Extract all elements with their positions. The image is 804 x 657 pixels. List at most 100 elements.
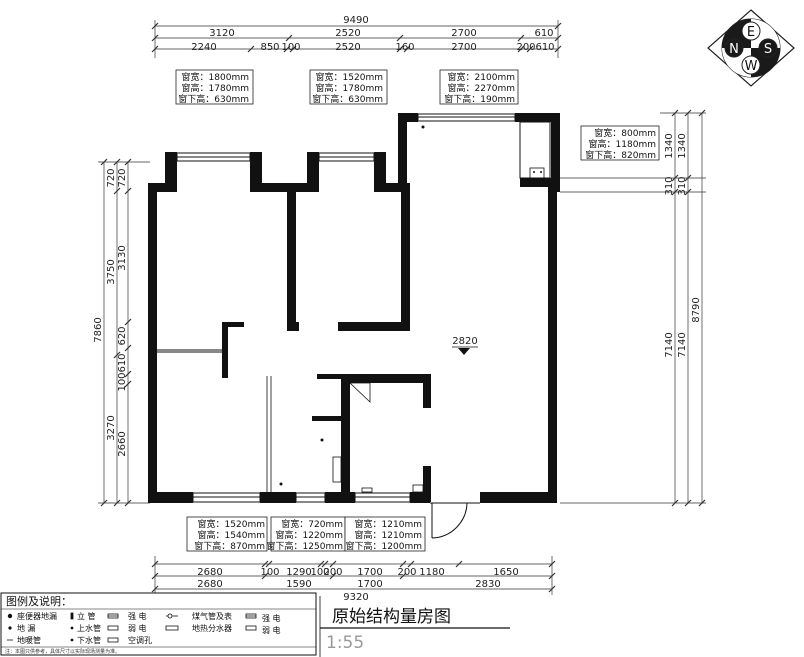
top-dim-r2-7: 610 [535, 42, 554, 53]
compass-n: N [729, 42, 739, 57]
left-dim-r2-1: 3130 [117, 245, 128, 270]
scale-label: 1:55 [326, 633, 364, 653]
legend-c4-1: 地热分水器 [192, 623, 232, 633]
right-dim-r1-0: 1340 [664, 133, 675, 158]
legend-c1-0: 座便器地漏 [17, 611, 57, 621]
left-dim-r2-5: 2660 [117, 431, 128, 456]
legend-c1-1: 地 漏 [17, 623, 36, 633]
bottom-dim-r2-2: 1700 [357, 579, 382, 590]
w2-sill: 窗下高：630mm [312, 93, 383, 105]
right-dim-r1-1: 310 [664, 176, 675, 195]
top-dimension-chains [151, 20, 562, 58]
legend-c3-1: 弱 电 [128, 623, 147, 633]
bottom-dim-r2-3: 2830 [475, 579, 500, 590]
w5-height: 窗高：1540mm [198, 529, 265, 541]
walls [148, 113, 560, 503]
legend-c4-0: 煤气管及表 [192, 611, 232, 621]
w5-width: 窗宽：1520mm [198, 518, 265, 530]
bottom-dim-r1-8: 1650 [493, 567, 518, 578]
legend-c5-1: 弱 电 [262, 625, 281, 635]
top-dim-r1-1: 2520 [335, 28, 360, 39]
w1-height: 窗高：1780mm [182, 82, 249, 94]
w4-sill: 窗下高：820mm [585, 149, 656, 161]
entry-door [430, 502, 480, 539]
compass-e: E [747, 25, 755, 40]
right-dim-total: 8790 [691, 297, 702, 322]
w7-sill: 窗下高：1200mm [346, 540, 422, 552]
legend-c2-2: 下水管 [77, 635, 101, 645]
legend-box [0, 592, 317, 656]
w3-height: 窗高：2270mm [448, 82, 515, 94]
compass-rose [707, 9, 795, 87]
w3-sill: 窗下高：190mm [444, 93, 515, 105]
ceiling-height-label: 2820 [452, 336, 477, 347]
legend-c3-0: 强 电 [128, 611, 147, 621]
bottom-dim-r1-1: 100 [260, 567, 279, 578]
window-info-w4: 窗宽：800mm 窗高：1180mm 窗下高：820mm [580, 125, 660, 161]
left-dim-r1-1: 3750 [106, 259, 117, 284]
legend-c5-0: 强 电 [262, 613, 281, 623]
w1-sill: 窗下高：630mm [178, 93, 249, 105]
top-dim-r2-2: 100 [281, 42, 300, 53]
w6-width: 窗宽：720mm [281, 518, 343, 530]
legend-c2-1: 上水管 [77, 623, 101, 633]
bottom-dim-total: 9320 [343, 592, 368, 603]
bottom-dim-r1-0: 2680 [197, 567, 222, 578]
legend-symbols [7, 612, 257, 643]
right-dim-r2-1: 310 [677, 176, 688, 195]
left-dim-r2-0: 720 [117, 168, 128, 187]
w6-height: 窗高：1220mm [276, 529, 343, 541]
right-dimension-chains [560, 109, 706, 507]
compass-w: W [745, 59, 758, 74]
ceiling-height-marker [452, 346, 478, 355]
w4-height: 窗高：1180mm [589, 138, 656, 150]
compass-s: S [764, 42, 772, 57]
window-info-w6: 窗宽：720mm 窗高：1220mm 窗下高：1250mm [267, 516, 346, 552]
left-dimension-chains [98, 158, 150, 507]
w5-sill: 窗下高：870mm [194, 540, 265, 552]
w3-width: 窗宽：2100mm [448, 71, 515, 83]
w6-sill: 窗下高：1250mm [267, 540, 343, 552]
bottom-dim-r1-7: 1180 [419, 567, 444, 578]
legend-note: 注：本图只供参考，具体尺寸以实际现场测量为准。 [5, 648, 120, 655]
w1-width: 窗宽：1800mm [182, 71, 249, 83]
top-dim-r2-3: 2520 [335, 42, 360, 53]
top-dim-r1-2: 2700 [451, 28, 476, 39]
bottom-dim-r1-5: 1700 [357, 567, 382, 578]
plan-title: 原始结构量房图 [332, 607, 451, 627]
legend-c2-0: 立 管 [77, 611, 96, 621]
top-dim-r1-0: 3120 [209, 28, 234, 39]
bottom-dimension-chains [151, 556, 556, 595]
bottom-dim-r1-6: 200 [397, 567, 416, 578]
w2-width: 窗宽：1520mm [316, 71, 383, 83]
window-info-w2: 窗宽：1520mm 窗高：1780mm 窗下高：630mm [309, 69, 388, 105]
bottom-dim-r2-0: 2680 [197, 579, 222, 590]
left-dim-r2-3: 610 [117, 353, 128, 372]
window-info-w5: 窗宽：1520mm 窗高：1540mm 窗下高：870mm [186, 516, 268, 552]
w7-width: 窗宽：1210mm [355, 518, 422, 530]
fixture-dots [279, 125, 542, 486]
w2-height: 窗高：1780mm [316, 82, 383, 94]
legend-title: 图例及说明： [6, 594, 72, 608]
bottom-dim-r1-2: 1290 [286, 567, 311, 578]
legend-c1-2: 地暖管 [17, 635, 41, 645]
top-dim-total: 9490 [343, 15, 368, 26]
window-info-w1: 窗宽：1800mm 窗高：1780mm 窗下高：630mm [175, 69, 254, 105]
top-dim-r2-6: 200 [516, 42, 535, 53]
window-info-w7: 窗宽：1210mm 窗高：1210mm 窗下高：1200mm [344, 516, 426, 552]
w4-width: 窗宽：800mm [594, 127, 656, 139]
bottom-dim-r1-3: 100 [310, 567, 329, 578]
left-dim-r2-2: 620 [117, 326, 128, 345]
window-info-w3: 窗宽：2100mm 窗高：2270mm 窗下高：190mm [439, 69, 519, 105]
legend-c3-2: 空调孔 [128, 635, 152, 645]
top-dim-r2-4: 160 [395, 42, 414, 53]
top-dim-r2-1: 850 [260, 42, 279, 53]
left-dim-r1-0: 720 [106, 168, 117, 187]
top-dim-r1-3: 610 [534, 28, 553, 39]
right-dim-r2-2: 7140 [677, 332, 688, 357]
left-dim-r1-2: 3270 [106, 415, 117, 440]
right-dim-r2-0: 1340 [677, 133, 688, 158]
top-dim-r2-5: 2700 [451, 42, 476, 53]
right-dim-r1-2: 7140 [664, 332, 675, 357]
left-dim-total: 7860 [93, 317, 104, 342]
